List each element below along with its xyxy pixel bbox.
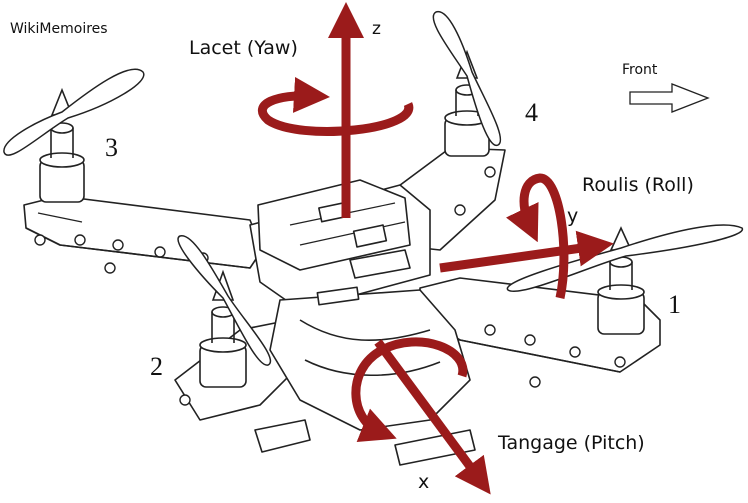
front-arrow-icon (630, 84, 708, 112)
motor-label-4: 4 (525, 98, 538, 128)
motor-label-2: 2 (150, 352, 163, 382)
roll-label: Roulis (Roll) (582, 174, 694, 196)
landing-skid (255, 420, 310, 452)
motor-label-1: 1 (668, 290, 681, 320)
z-axis-label: z (372, 19, 381, 39)
y-axis-label: y (567, 205, 578, 227)
propeller-3 (4, 69, 144, 155)
yaw-label: Lacet (Yaw) (189, 37, 298, 59)
pitch-label: Tangage (Pitch) (498, 432, 645, 454)
watermark-text: WikiMemoires (10, 21, 108, 37)
x-axis-label: x (418, 471, 429, 493)
arm-left (24, 196, 262, 268)
front-label: Front (622, 62, 657, 78)
motor-label-3: 3 (105, 133, 118, 163)
yaw-curve-arrow (262, 96, 408, 132)
